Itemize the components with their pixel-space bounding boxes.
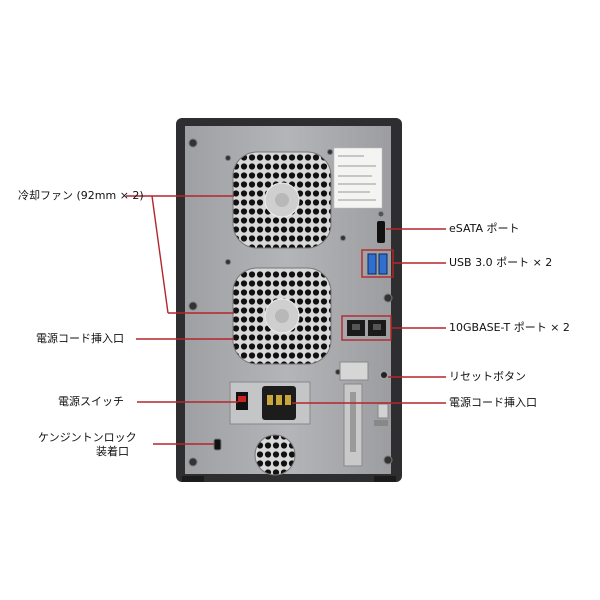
kensington-slot bbox=[213, 438, 222, 451]
power-connector-left-label: 電源コード挿入口 bbox=[36, 332, 124, 345]
upper-cooling-fan bbox=[232, 151, 332, 249]
power-switch-label: 電源スイッチ bbox=[58, 395, 124, 408]
lan-ports bbox=[347, 320, 386, 336]
lan-label: 10GBASE-T ポート × 2 bbox=[449, 321, 570, 334]
reset-label: リセットボタン bbox=[449, 370, 526, 383]
esata-port bbox=[377, 211, 385, 243]
chassis-screws bbox=[188, 138, 393, 467]
pci-bracket bbox=[343, 383, 389, 467]
kensington-label-line1: ケンジントンロック bbox=[38, 431, 137, 444]
usb-label: USB 3.0 ポート × 2 bbox=[449, 256, 553, 269]
fan-label: 冷却ファン (92mm × 2) bbox=[18, 189, 144, 202]
product-sticker bbox=[333, 147, 383, 209]
power-connector-right-label: 電源コード挿入口 bbox=[449, 396, 537, 409]
bottom-vent bbox=[254, 434, 296, 476]
kensington-label-line2: 装着口 bbox=[96, 445, 129, 458]
reset-button bbox=[339, 361, 387, 381]
esata-label: eSATA ポート bbox=[449, 222, 520, 235]
callout-lines bbox=[126, 195, 446, 445]
usb-ports bbox=[367, 253, 388, 275]
lower-cooling-fan bbox=[232, 267, 332, 365]
